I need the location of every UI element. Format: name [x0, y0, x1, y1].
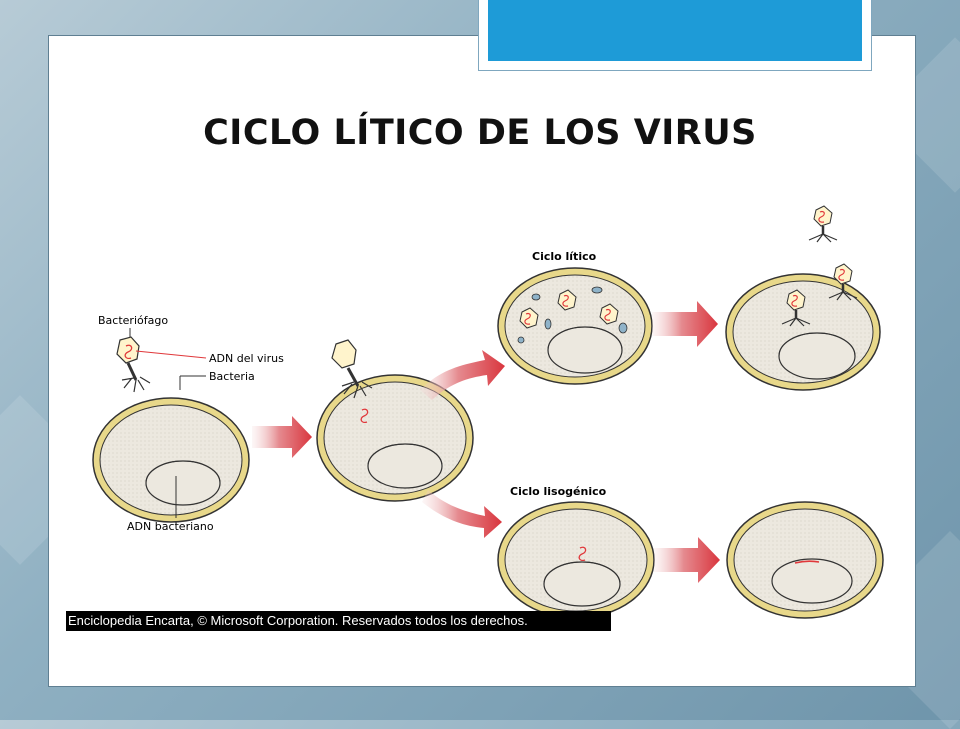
bacteria-cell-1 [92, 397, 250, 523]
process-arrow-to-lysogenic [422, 490, 502, 538]
bacteria-cell-lysis [725, 273, 881, 391]
label-ciclo-lisogenico: Ciclo lisogénico [510, 485, 607, 498]
released-phage-icon [828, 263, 858, 301]
process-arrow-1 [252, 416, 312, 458]
process-arrow-lytic [652, 301, 718, 347]
label-bacteriofago: Bacteriófago [98, 314, 168, 327]
title-accent-tab [478, 0, 872, 71]
title-accent-fill [488, 0, 862, 61]
released-phage-icon [781, 289, 811, 327]
bacteriophage-injecting-icon [331, 339, 373, 399]
page-title: CICLO LÍTICO DE LOS VIRUS [203, 113, 757, 153]
bacteria-cell-lysogenic [497, 501, 655, 619]
label-adn-virus: ADN del virus [209, 352, 284, 365]
label-ciclo-litico: Ciclo lítico [532, 250, 597, 263]
image-caption: Enciclopedia Encarta, © Microsoft Corpor… [66, 611, 611, 631]
process-arrow-to-lytic [420, 350, 505, 400]
process-arrow-lysogenic [654, 537, 720, 583]
released-phage-icon [808, 205, 838, 243]
bacteriophage-icon [116, 336, 151, 393]
lytic-cycle-diagram: Bacteriófago ADN del virus Bacteria ADN … [92, 205, 884, 619]
leader-adn-virus [135, 350, 207, 359]
label-adn-bacteriano: ADN bacteriano [127, 520, 214, 533]
label-bacteria: Bacteria [209, 370, 255, 383]
bacteria-cell-integrated [726, 501, 884, 619]
bacteria-cell-lytic [497, 267, 653, 385]
bacteria-cell-2 [316, 374, 474, 502]
